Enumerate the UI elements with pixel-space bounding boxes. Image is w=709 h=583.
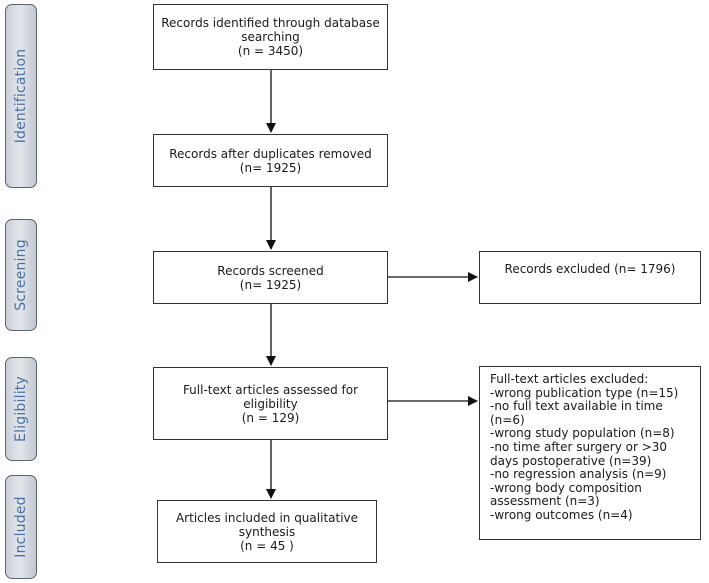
box-text-line: Records after duplicates removed (169, 146, 372, 161)
box-text-line: (n = 45 ) (240, 538, 294, 553)
box-text-line: -no full text available in time (490, 399, 663, 414)
box-text-line: Records identified through database (161, 16, 380, 30)
box-text-line: searching (241, 30, 300, 44)
box-text-line: days postoperative (n=39) (490, 453, 652, 468)
box-text-line: -wrong outcomes (n=4) (490, 507, 633, 522)
stage-tab-eligibility: Eligibility (5, 357, 37, 461)
box-text-line: -no time after surgery or >30 (490, 439, 668, 454)
box-text-line: (n = 129) (241, 410, 300, 425)
box-text-line: (n= 1925) (239, 160, 302, 175)
box-text-line: Articles included in qualitative (175, 510, 359, 525)
stage-tab-included: Included (5, 475, 37, 579)
box-text-line: (n = 3450) (237, 44, 304, 58)
box-text-line: -wrong publication type (n=15) (490, 385, 679, 400)
box-text-line: synthesis (238, 524, 296, 539)
box-records-identified: Records identified through database sear… (153, 4, 388, 70)
box-text-line: -no regression analysis (n=9) (490, 467, 667, 482)
box-text-line: (n= 1925) (239, 277, 302, 292)
box-text-line: eligibility (243, 396, 298, 411)
box-records-excluded: Records excluded (n= 1796) (479, 251, 701, 304)
box-text-line: Full-text articles excluded: (490, 372, 649, 386)
stage-tab-identification: Identification (5, 4, 37, 188)
stage-tab-screening: Screening (5, 219, 37, 331)
box-text-line: Records excluded (n= 1796) (504, 262, 676, 276)
box-fulltext-excluded: Full-text articles excluded: -wrong publ… (479, 366, 701, 540)
box-fulltext-assessed: Full-text articles assessed for eligibil… (153, 367, 388, 440)
box-records-screened: Records screened (n= 1925) (153, 251, 388, 304)
box-articles-included: Articles included in qualitative synthes… (157, 500, 377, 563)
box-text-line: assessment (n=3) (490, 494, 600, 509)
box-duplicates-removed: Records after duplicates removed (n= 192… (153, 134, 388, 187)
box-text-line: Records screened (217, 263, 324, 278)
box-text-line: Full-text articles assessed for (182, 382, 359, 397)
box-text-line: -wrong study population (n=8) (490, 426, 675, 441)
box-text-line: -wrong body composition (490, 480, 642, 495)
box-text-line: (n=6) (490, 412, 525, 427)
